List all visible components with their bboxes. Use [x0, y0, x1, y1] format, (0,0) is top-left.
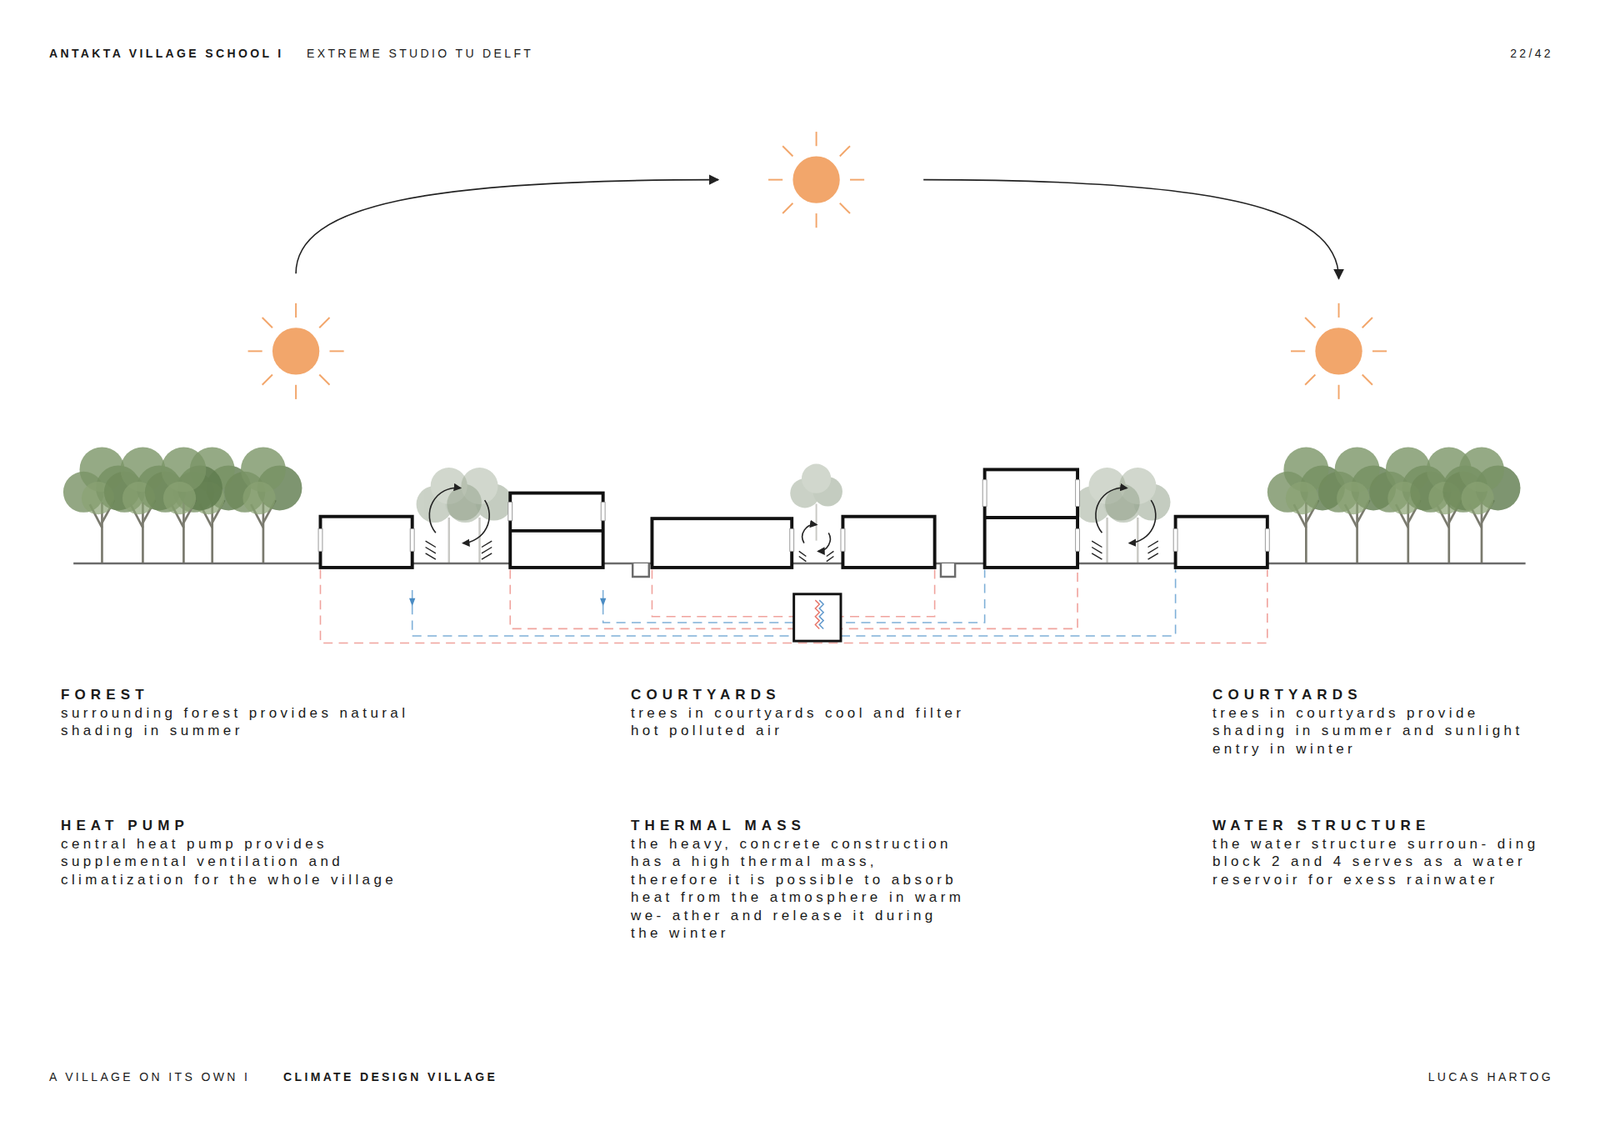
footer-subtitle: CLIMATE DESIGN VILLAGE	[283, 1070, 498, 1084]
author-name: LUCAS HARTOG	[1428, 1070, 1554, 1084]
page-number: 22/42	[1510, 46, 1554, 60]
section-heading: HEAT PUMP	[60, 816, 445, 835]
footer-title: A VILLAGE ON ITS OWN I	[49, 1070, 250, 1084]
section-heading: WATER STRUCTURE	[1212, 816, 1580, 835]
section-body: central heat pump provides supplemental …	[60, 835, 411, 889]
section-heading: COURTYARDS	[1212, 685, 1580, 704]
section-body: surrounding forest provides natural shad…	[60, 704, 411, 740]
section-body: trees in courtyards cool and filter hot …	[630, 704, 973, 740]
section-heading: THERMAL MASS	[630, 816, 1015, 835]
section-heading: COURTYARDS	[630, 685, 1015, 704]
header-title: ANTAKTA VILLAGE SCHOOL I	[49, 46, 285, 60]
header-subtitle: EXTREME STUDIO TU DELFT	[306, 46, 534, 60]
section-heading: FOREST	[60, 685, 445, 704]
section-body: the heavy, concrete construction has a h…	[630, 835, 973, 942]
section-body: the water structure surroun- ding block …	[1212, 835, 1546, 889]
section-body: trees in courtyards provide shading in s…	[1212, 704, 1546, 758]
